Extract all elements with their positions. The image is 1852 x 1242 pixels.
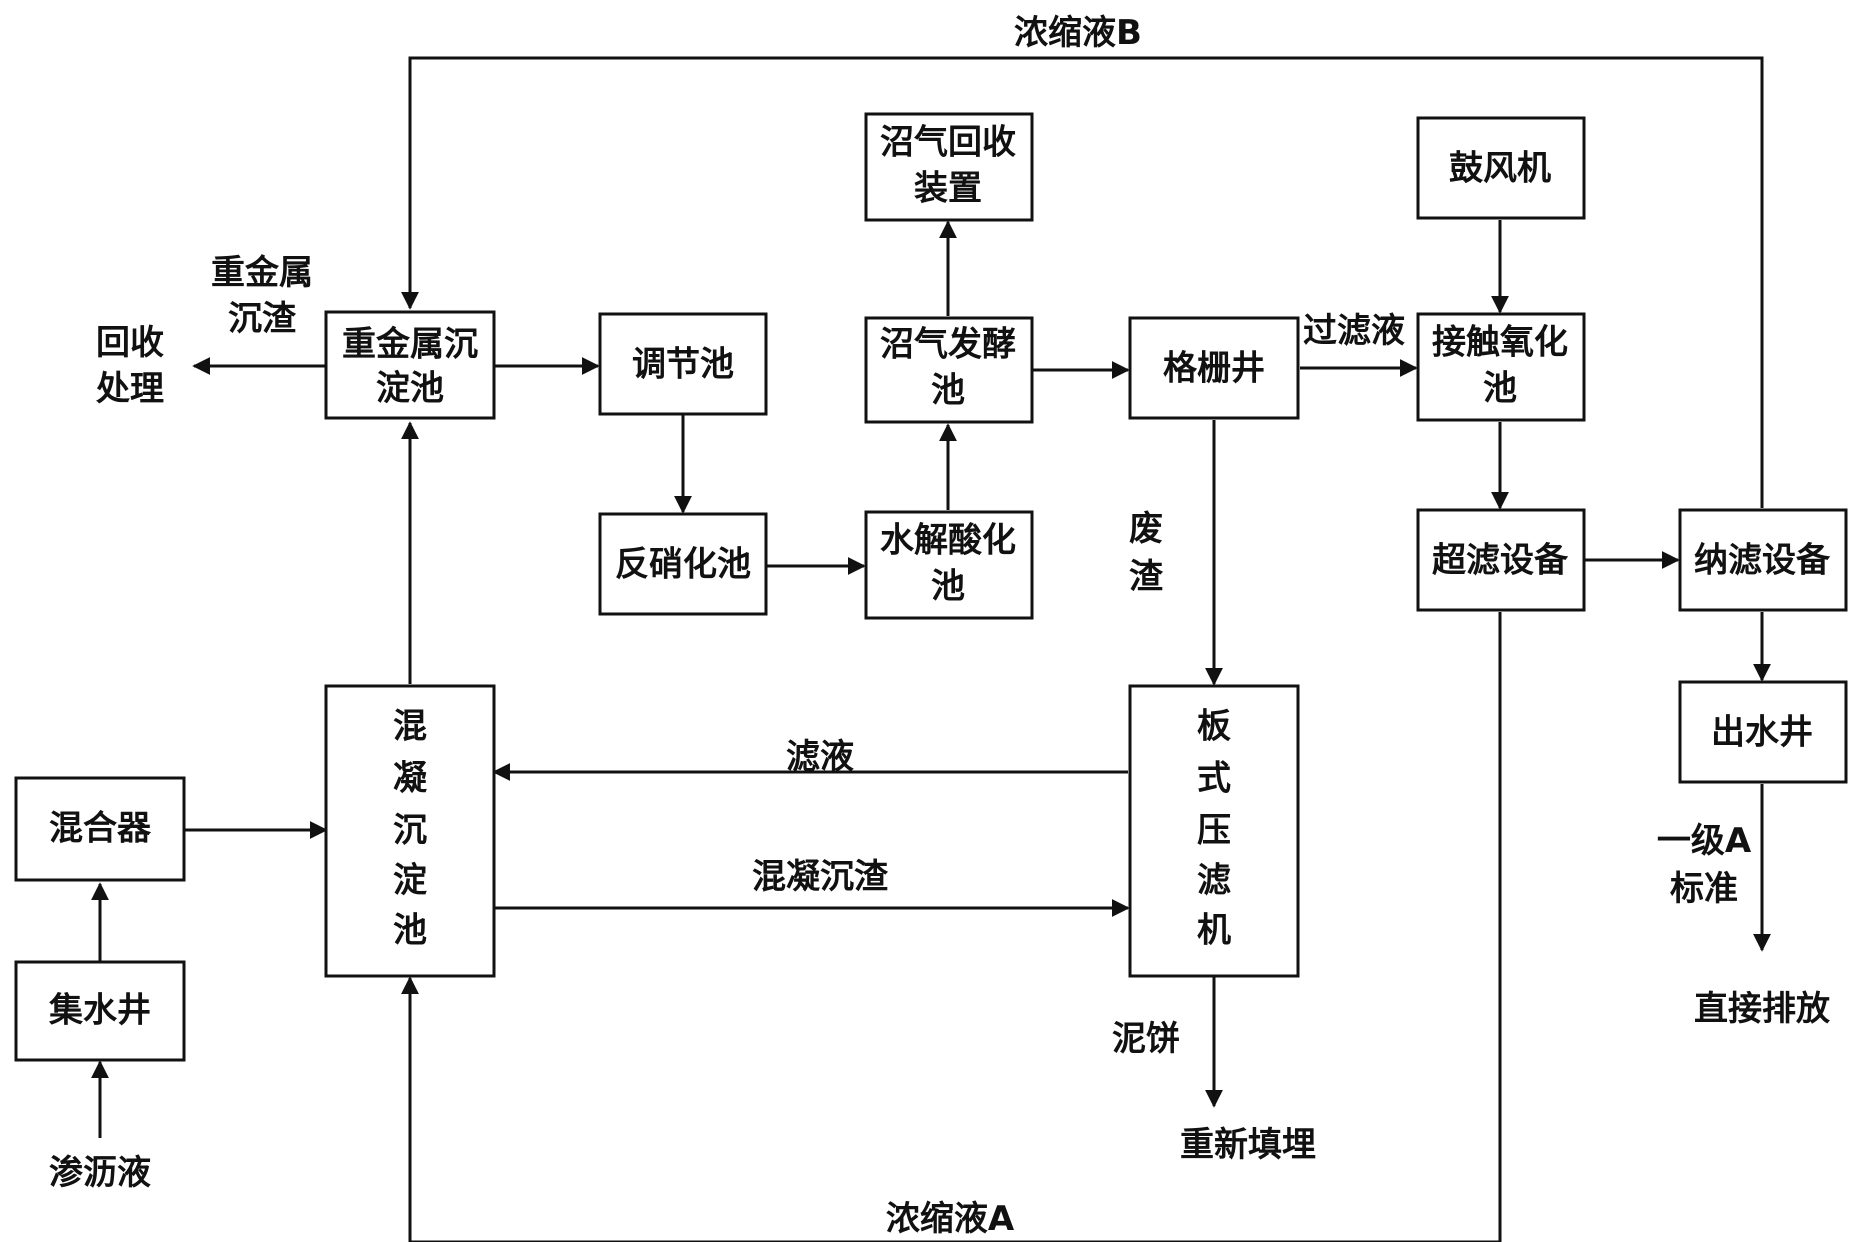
label-heavy-metal-sludge: 重金属 — [211, 253, 313, 293]
node-text: 接触氧化 — [1432, 323, 1568, 363]
node-text: 集水井 — [48, 991, 151, 1031]
node-text: 机 — [1197, 911, 1231, 951]
node-ultrafiltration: 超滤设备 — [1416, 508, 1586, 612]
label-discharge: 直接排放 — [1694, 989, 1830, 1029]
node-regulating-tank: 调节池 — [598, 312, 768, 416]
node-text: 水解酸化 — [880, 521, 1016, 561]
label-filtrate: 滤液 — [786, 737, 854, 777]
label-concentrate-a: 浓缩液A — [886, 1199, 1015, 1239]
node-text: 反硝化池 — [615, 545, 751, 585]
node-biogas-fermentation-tank: 沼气发酵 池 — [864, 316, 1034, 424]
node-denitrification-tank: 反硝化池 — [598, 512, 768, 616]
node-text: 滤 — [1197, 861, 1231, 901]
node-collection-well: 集水井 — [14, 960, 186, 1062]
edge-concentrate-b — [401, 56, 1764, 508]
node-mixer: 混合器 — [14, 776, 186, 882]
label-recycle: 回收 — [96, 323, 164, 363]
node-text: 混 — [393, 707, 427, 747]
node-text: 混合器 — [49, 809, 152, 849]
node-text: 出水井 — [1711, 713, 1813, 753]
label-grade-a: 标准 — [1670, 869, 1738, 909]
node-text: 池 — [931, 371, 965, 411]
label-recycle: 处理 — [95, 369, 164, 409]
node-text: 格栅井 — [1163, 349, 1265, 389]
edge-concentrate-a — [401, 612, 1502, 1242]
node-text: 板 — [1197, 707, 1231, 747]
node-text: 池 — [1483, 369, 1517, 409]
label-leachate: 渗沥液 — [49, 1153, 151, 1193]
node-heavy-metal-tank: 重金属沉 淀池 — [324, 310, 496, 420]
label-refill: 重新填埋 — [1180, 1125, 1316, 1165]
node-text: 沼气回收 — [880, 123, 1016, 163]
label-mud-cake: 泥饼 — [1112, 1019, 1180, 1059]
node-text: 池 — [931, 567, 965, 607]
node-text: 凝 — [393, 759, 427, 799]
node-nanofiltration: 纳滤设备 — [1678, 508, 1848, 612]
label-grade-a: 一级A — [1657, 821, 1752, 861]
node-text: 沉 — [393, 811, 427, 851]
label-heavy-metal-sludge: 沉渣 — [228, 299, 297, 339]
node-outlet-well: 出水井 — [1678, 680, 1848, 784]
node-blower: 鼓风机 — [1416, 116, 1586, 220]
label-filtrate-out: 过滤液 — [1303, 311, 1405, 351]
node-text: 超滤设备 — [1432, 541, 1569, 581]
node-text: 装置 — [914, 169, 982, 209]
node-biogas-recovery: 沼气回收 装置 — [864, 112, 1034, 222]
label-waste-residue: 废 — [1129, 509, 1163, 549]
node-text: 压 — [1197, 811, 1231, 851]
node-plate-filter-press: 板 式 压 滤 机 — [1128, 684, 1300, 978]
node-text: 调节池 — [632, 345, 734, 385]
node-grid-well: 格栅井 — [1128, 316, 1300, 420]
label-concentrate-b: 浓缩液B — [1014, 13, 1142, 53]
node-hydrolysis-tank: 水解酸化 池 — [864, 510, 1034, 620]
node-text: 鼓风机 — [1449, 149, 1551, 189]
label-waste-residue: 渣 — [1129, 557, 1164, 597]
node-text: 淀 — [393, 861, 427, 901]
node-text: 沼气发酵 — [880, 325, 1016, 365]
node-text: 淀池 — [376, 369, 444, 409]
node-coagulation-tank: 混 凝 沉 淀 池 — [324, 684, 496, 978]
node-contact-oxidation-tank: 接触氧化 池 — [1416, 312, 1586, 422]
label-coag-sludge: 混凝沉渣 — [752, 857, 889, 897]
node-text: 式 — [1197, 759, 1231, 799]
node-text: 池 — [393, 911, 427, 951]
node-text: 纳滤设备 — [1694, 541, 1831, 581]
node-text: 重金属沉 — [342, 325, 478, 365]
